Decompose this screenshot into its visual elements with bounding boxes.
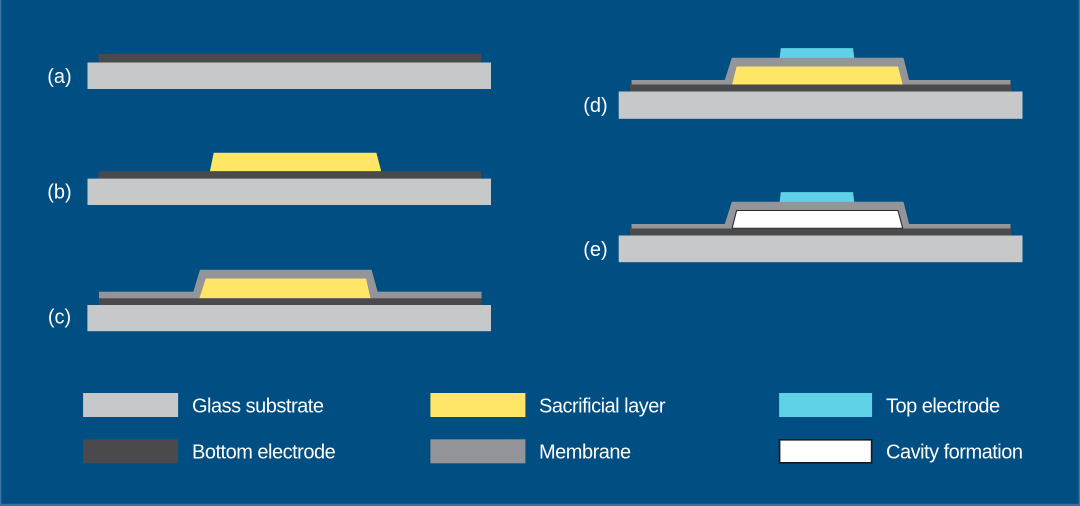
svg-text:Membrane: Membrane: [539, 442, 631, 464]
svg-text:(e): (e): [583, 239, 607, 261]
svg-text:Bottom electrode: Bottom electrode: [192, 442, 336, 464]
svg-text:(a): (a): [47, 66, 71, 88]
svg-text:Glass substrate: Glass substrate: [192, 395, 324, 417]
svg-text:(b): (b): [47, 181, 71, 203]
svg-text:(c): (c): [48, 306, 71, 328]
svg-text:Cavity formation: Cavity formation: [886, 442, 1023, 464]
svg-text:Sacrificial layer: Sacrificial layer: [539, 395, 666, 417]
svg-text:(d): (d): [583, 95, 607, 117]
svg-text:Top electrode: Top electrode: [886, 395, 1000, 417]
